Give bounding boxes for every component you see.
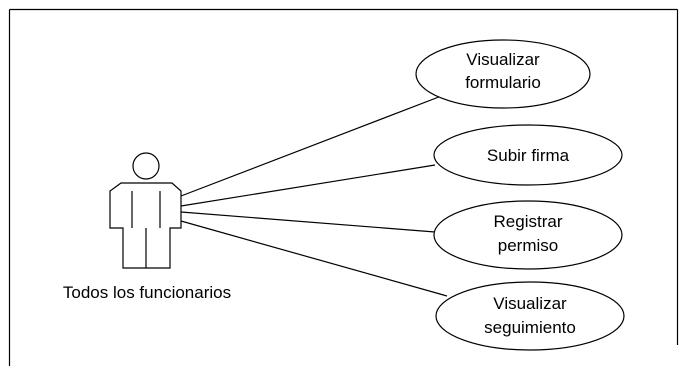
use-case-ellipse <box>435 281 625 351</box>
actor-head <box>132 152 160 180</box>
use-case-label-line-2: formulario <box>465 73 541 92</box>
association-line-subir-firma <box>180 164 436 207</box>
actor-label: Todos los funcionarios <box>63 283 231 302</box>
actor-body <box>109 182 182 269</box>
association-line-visualizar-formulario <box>180 94 445 197</box>
use-case-label-line-1: Visualizar <box>493 294 567 313</box>
use-case-ellipse <box>433 124 623 186</box>
use-case-label-line-1: Registrar <box>494 212 563 231</box>
association-line-visualizar-seguimiento <box>180 220 448 297</box>
use-case-label-line-2: seguimiento <box>484 318 576 337</box>
use-case-label-line-1: Subir firma <box>487 146 570 165</box>
association-line-registrar-permiso <box>180 211 436 233</box>
use-case-label-line-2: permiso <box>498 236 558 255</box>
use-case-visualizar-seguimiento[interactable]: Visualizar seguimiento <box>435 281 625 351</box>
use-case-subir-firma[interactable]: Subir firma <box>433 124 623 186</box>
use-case-visualizar-formulario[interactable]: Visualizar formulario <box>415 39 591 109</box>
use-case-registrar-permiso[interactable]: Registrar permiso <box>433 200 623 270</box>
use-case-label-line-1: Visualizar <box>466 50 540 69</box>
use-case-ellipse <box>433 200 623 270</box>
actor-figure[interactable] <box>109 152 182 269</box>
use-case-ellipse <box>415 39 591 109</box>
